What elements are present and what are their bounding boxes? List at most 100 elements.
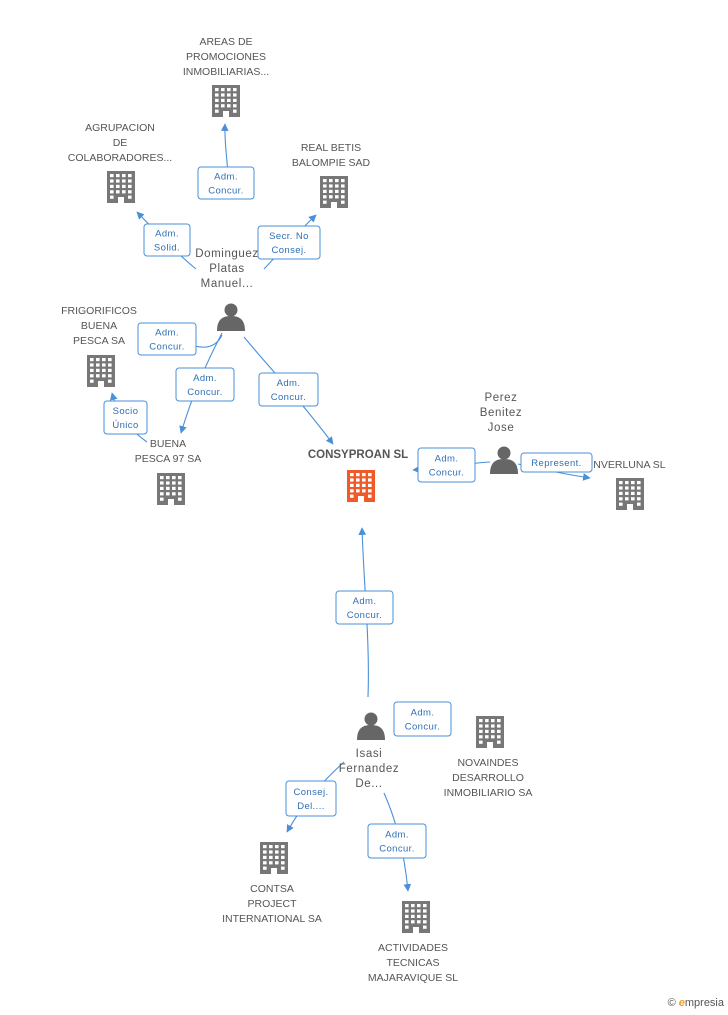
building-icon-buenapesca[interactable]	[157, 473, 185, 505]
relation-badge-dom-buena[interactable]: Adm. Concur.	[175, 367, 235, 402]
company-label-novaindes-line: DESARROLLO	[452, 772, 524, 784]
relation-label-isasi-nova-line: Adm.	[411, 708, 435, 719]
person-label-isasi-line: Fernandez	[339, 763, 399, 775]
relation-label-dom-areas-line: Adm.	[214, 172, 238, 183]
company-label-buenapesca: BUENA PESCA 97 SA	[135, 438, 202, 465]
person-label-dominguez-line: Manuel...	[201, 278, 254, 290]
person-icon-isasi[interactable]	[357, 712, 385, 741]
brand-watermark: © empresia	[668, 997, 724, 1009]
relation-label-isasi-activ: Adm. Concur.	[379, 830, 415, 855]
relation-badge-isasi-nova[interactable]: Adm. Concur.	[393, 701, 452, 737]
building-icon-areas[interactable]	[212, 85, 240, 117]
brand-logo-initial: e	[678, 997, 685, 1009]
company-label-consyproan: CONSYPROAN SL	[308, 449, 408, 461]
building-icon-betis[interactable]	[320, 176, 348, 208]
person-icon-perez[interactable]	[490, 446, 518, 475]
relation-label-buena-frigo-line: Único	[112, 420, 138, 431]
relation-label-dom-agrup-line: Solid.	[154, 243, 180, 254]
building-icon-frigorificos[interactable]	[87, 355, 115, 387]
relation-label-dom-agrup-line: Adm.	[155, 229, 179, 240]
relation-label-isasi-consy: Adm.Concur.	[347, 596, 383, 621]
company-label-contsa-line: CONTSA	[250, 883, 294, 895]
company-label-agrupacion-line: DE	[113, 137, 128, 149]
company-label-agrupacion-line: AGRUPACION	[85, 122, 155, 134]
company-label-actividades-line: MAJARAVIQUE SL	[368, 972, 458, 984]
company-label-frigorificos-line: PESCA SA	[73, 335, 125, 347]
person-label-perez-line: Perez	[484, 392, 517, 404]
relation-badge-dom-betis[interactable]: Secr. No Consej.	[257, 225, 321, 260]
relation-badge-dom-consy[interactable]: Adm. Concur.	[258, 372, 319, 407]
relation-label-dom-agrup: Adm. Solid.	[154, 229, 180, 254]
copyright-symbol: ©	[667, 997, 676, 1009]
person-label-perez-line: Benitez	[480, 407, 523, 419]
relation-label-dom-buena: Adm. Concur.	[187, 373, 223, 398]
relation-label-dom-frigo-line: Concur.	[149, 342, 185, 353]
relation-label-perez-inver: Represent.	[531, 458, 581, 469]
relation-label-dom-betis-line: Secr. No	[269, 231, 309, 242]
person-label-isasi-line: Isasi	[356, 748, 383, 760]
building-icon-consyproan[interactable]	[347, 470, 375, 502]
relation-label-isasi-activ-line: Concur.	[379, 844, 415, 855]
company-label-actividades-line: TECNICAS	[386, 957, 439, 969]
company-label-betis: REAL BETIS BALOMPIE SAD	[292, 142, 371, 169]
relation-label-perez-consy-line: Concur.	[429, 468, 465, 479]
company-label-areas: AREAS DE PROMOCIONES INMOBILIARIAS...	[183, 36, 269, 78]
company-label-betis-line: BALOMPIE SAD	[292, 157, 371, 169]
company-label-areas-line: AREAS DE	[199, 36, 252, 48]
relation-badge-dom-areas[interactable]: Adm. Concur.	[197, 166, 255, 200]
building-icon-contsa[interactable]	[260, 842, 288, 874]
relation-label-isasi-activ-line: Adm.	[385, 830, 409, 841]
relation-label-dom-consy-line: Concur.	[271, 392, 307, 403]
brand-name: mpresia	[684, 997, 724, 1009]
relation-label-dom-frigo: Adm. Concur.	[149, 328, 185, 353]
relation-label-isasi-contsa-line: Consej.	[293, 787, 328, 798]
person-label-dominguez-line: Dominguez	[195, 248, 259, 260]
relation-label-isasi-consy-line: Adm.	[353, 596, 377, 607]
building-icon-actividades[interactable]	[402, 901, 430, 933]
relation-badge-dom-frigo[interactable]: Adm. Concur.	[137, 322, 197, 356]
building-icon-novaindes[interactable]	[476, 716, 504, 748]
company-label-frigorificos-line: FRIGORIFICOS	[61, 305, 137, 317]
company-label-inverluna: INVERLUNA SL	[590, 459, 665, 471]
company-label-consyproan-line: CONSYPROAN SL	[308, 449, 408, 461]
relation-label-dom-frigo-line: Adm.	[155, 328, 179, 339]
relation-label-dom-consy-line: Adm.	[277, 378, 301, 389]
company-label-betis-line: REAL BETIS	[301, 142, 361, 154]
relation-label-perez-consy: Adm. Concur.	[429, 454, 465, 479]
relation-label-isasi-nova: Adm. Concur.	[405, 708, 441, 733]
person-icon-dominguez[interactable]	[217, 303, 245, 332]
relation-badge-perez-inver[interactable]: Represent.	[520, 452, 593, 473]
relation-badge-perez-consy[interactable]: Adm. Concur.	[417, 447, 476, 483]
relation-label-dom-consy: Adm. Concur.	[271, 378, 307, 403]
company-label-areas-line: INMOBILIARIAS...	[183, 66, 269, 78]
building-icon-inverluna[interactable]	[616, 478, 644, 510]
relation-label-isasi-nova-line: Concur.	[405, 722, 441, 733]
relation-label-isasi-contsa: Consej.Del....	[293, 787, 328, 812]
relation-label-dom-areas-line: Concur.	[208, 186, 244, 197]
relation-label-dom-areas: Adm. Concur.	[208, 172, 244, 197]
relation-label-perez-consy-line: Adm.	[435, 454, 459, 465]
relation-label-dom-betis-line: Consej.	[271, 245, 306, 256]
relation-badge-isasi-activ[interactable]: Adm. Concur.	[367, 823, 427, 859]
person-label-perez-line: Jose	[488, 422, 515, 434]
relation-badge-isasi-contsa[interactable]: Consej.Del....	[285, 780, 337, 817]
relation-label-dom-buena-line: Adm.	[193, 373, 217, 384]
company-label-buenapesca-line: BUENA	[150, 438, 186, 450]
company-label-areas-line: PROMOCIONES	[186, 51, 266, 63]
relation-badge-dom-agrup[interactable]: Adm. Solid.	[143, 223, 191, 257]
relation-label-dom-buena-line: Concur.	[187, 387, 223, 398]
company-label-buenapesca-line: PESCA 97 SA	[135, 453, 202, 465]
relation-badge-isasi-consy[interactable]: Adm.Concur.	[335, 590, 394, 625]
building-icon-agrupacion[interactable]	[107, 171, 135, 203]
